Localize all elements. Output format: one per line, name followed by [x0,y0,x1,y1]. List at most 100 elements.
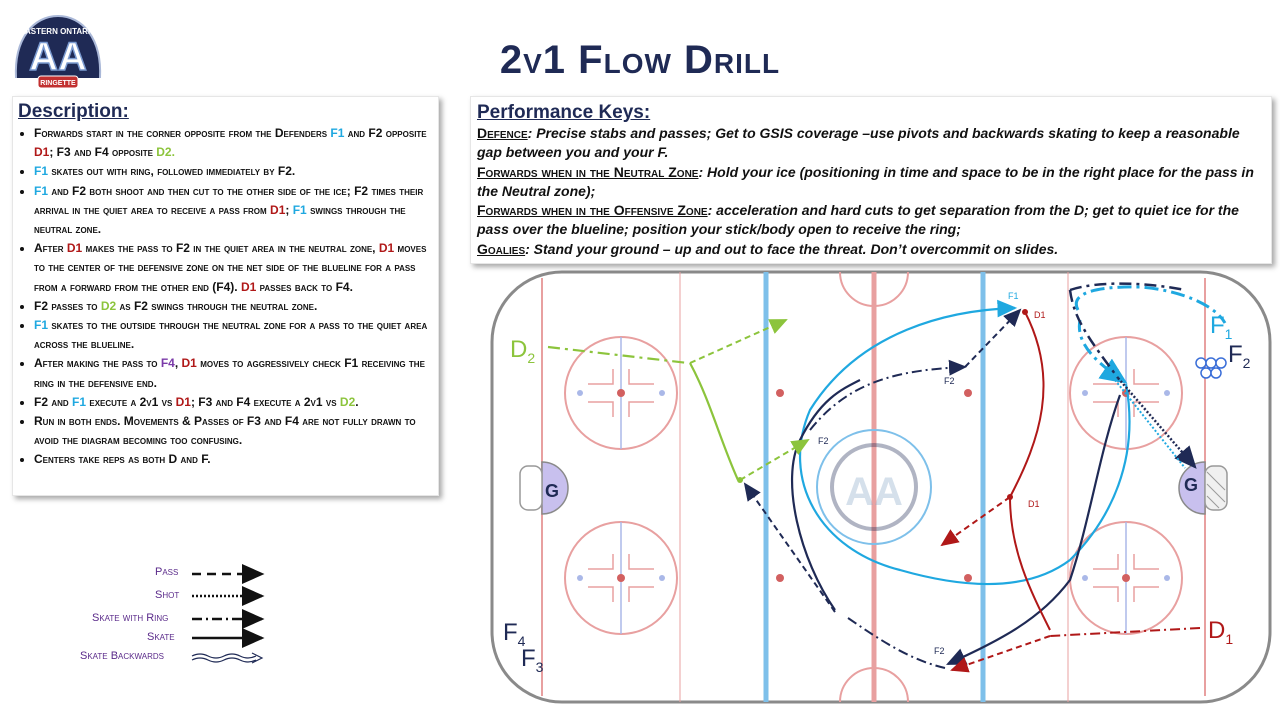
small-label-f2-left: F2 [818,436,829,446]
d1-skate-up [1009,496,1051,631]
description-text: skates out with ring, followed immediate… [48,164,296,179]
performance-keys-panel: Performance Keys: Defence: Precise stabs… [470,96,1272,264]
goalie-right: G [1184,475,1198,495]
f2-pass-back [743,482,836,613]
description-text: Forwards start in the corner opposite fr… [34,126,331,140]
performance-key-text: : Precise stabs and passes; Get to GSIS … [477,125,1240,161]
description-text: ; [285,202,293,217]
svg-text:EASTERN ONTARIO: EASTERN ONTARIO [20,27,97,36]
description-text: F1 [72,394,87,409]
label-f2-top: F2 [1228,341,1251,371]
center-circle [816,429,932,545]
label-f3: F3 [521,645,544,675]
description-text: execute a 2v1 vs [86,394,176,409]
performance-key-label: Forwards when in the Offensive Zone [477,202,708,219]
description-item: F2 and F1 execute a 2v1 vs D1; F3 and F4… [34,393,438,412]
performance-key-text: : acceleration and hard cuts to get sepa… [477,202,1239,238]
description-text: D1 [270,202,286,217]
description-list: Forwards start in the corner opposite fr… [18,124,438,470]
svg-text:AA: AA [845,470,903,514]
d2-skate-with-ring [547,345,689,365]
description-text: as F2 swings through the neutral zone. [116,298,318,313]
description-text: D2. [156,145,175,160]
description-text: F1 [34,164,49,179]
description-item: F1 skates out with ring, followed immedi… [34,162,438,181]
center-logo-watermark: AA [830,443,918,531]
label-d2: D2 [510,336,535,366]
legend-skate-label: Skate [147,631,175,643]
description-text: D1 [181,356,197,371]
description-text: D2 [100,298,117,313]
description-text: F1 [292,202,307,217]
performance-key-label: Defence [477,125,528,141]
label-f1-top: F1 [1210,312,1233,342]
svg-text:AA: AA [29,35,87,79]
f2-skate-swing [946,394,1122,665]
small-label-f2-bottom: F2 [934,646,945,656]
description-text: makes the pass to F2 in the quiet area i… [82,241,379,256]
label-d1-right: D1 [1208,617,1233,647]
description-text: passes back to F4. [256,279,353,294]
description-text: F4 [160,356,175,371]
goalie-left: G [545,481,559,501]
description-text: D1 [66,241,83,256]
description-item: After D1 makes the pass to F2 in the qui… [34,239,438,297]
description-text: . [355,394,359,409]
description-text: Centers take reps as both D and F. [34,452,211,467]
description-text: D1 [378,241,395,256]
description-text: , [174,356,182,371]
description-text: F1 [330,126,345,140]
description-item: F1 skates to the outside through the neu… [34,316,438,354]
f1-skate-path [799,299,1131,586]
description-item: F1 and F2 both shoot and then cut to the… [34,182,438,240]
description-item: Centers take reps as both D and F. [34,450,438,469]
description-text: After [34,241,67,256]
legend-shot-label: Shot [155,589,180,601]
performance-key-item: Forwards when in the Offensive Zone: acc… [477,201,1262,240]
description-text: moves to the center of the defensive zon… [34,241,427,294]
description-text: and F2 opposite [344,126,427,140]
description-text: skates to the outside through the neutra… [34,318,428,352]
description-text: D1 [175,394,191,409]
description-panel: Description: Forwards start in the corne… [12,96,439,496]
description-item: Forwards start in the corner opposite fr… [34,124,438,162]
description-text: swings through the neutral zone. [34,202,406,237]
legend-skate-ring-label: Skate with Ring [92,612,169,624]
d1-pass-down [940,496,1011,547]
small-label-d1-top: D1 [1034,310,1046,320]
d1-skate-with-ring [1049,627,1201,637]
svg-text:RINGETTE: RINGETTE [40,80,76,87]
description-heading: Description: [18,101,129,122]
performance-key-label: Forwards when in the Neutral Zone [477,163,699,180]
description-text: ; F3 and F4 opposite [49,145,157,160]
description-text: F1 [34,183,49,198]
description-text: D1 [34,145,50,160]
description-text: Run in both ends. Movements & Passes of … [34,414,416,448]
d1-pass [950,635,1051,673]
legend-pass-label: Pass [155,566,179,578]
rink-boards [490,270,1272,704]
f2-pass-up [964,308,1022,368]
description-text: F2 passes to [34,298,101,313]
description-text: D1 [240,279,257,294]
description-text: F2 and [34,394,73,409]
small-label-d1-mid: D1 [1028,499,1040,509]
description-text: D2 [339,394,356,409]
legend-skate-back-label: Skate Backwards [80,650,164,662]
description-item: F2 passes to D2 as F2 swings through the… [34,297,438,316]
d2-pass [739,438,810,481]
performance-body: Defence: Precise stabs and passes; Get t… [477,124,1262,259]
page-title: 2v1 Flow Drill [499,38,781,82]
label-f4: F4 [503,619,526,649]
performance-key-item: Defence: Precise stabs and passes; Get t… [477,124,1262,163]
crease-left [541,461,569,515]
f1-skate-with-ring [1074,285,1227,324]
description-item: Run in both ends. Movements & Passes of … [34,412,438,450]
performance-key-item: Goalies: Stand your ground – up and out … [477,240,1262,259]
description-text: and F2 both shoot and then cut to the ot… [34,183,424,217]
f2-skate-with-ring-neutral [809,359,967,431]
net-left [519,465,543,511]
performance-key-item: Forwards when in the Neutral Zone: Hold … [477,163,1262,202]
description-text: moves to aggressively check F1 receiving… [34,356,425,390]
